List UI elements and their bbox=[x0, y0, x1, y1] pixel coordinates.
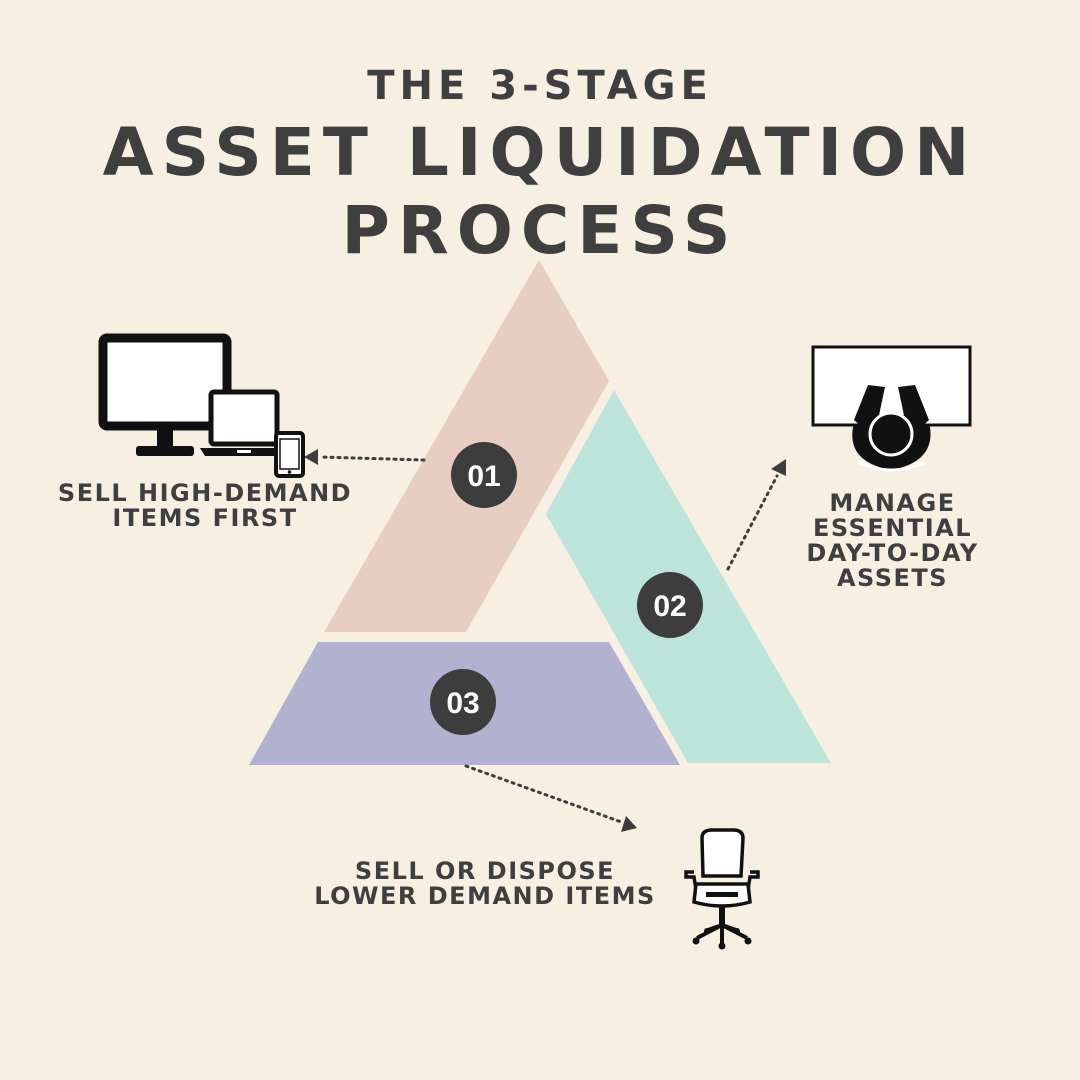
stage-2-number: 02 bbox=[653, 590, 686, 623]
stage-2-segment bbox=[546, 390, 831, 763]
stage-3-caption-line: LOWER DEMAND ITEMS bbox=[314, 882, 656, 910]
title-line-1: ASSET LIQUIDATION bbox=[102, 114, 978, 191]
stage-2-caption-line: ASSETS bbox=[836, 564, 949, 592]
office-chair-icon bbox=[684, 828, 760, 950]
stage-1-caption: SELL HIGH-DEMAND ITEMS FIRST bbox=[40, 481, 370, 531]
title-pretitle: THE 3-STAGE bbox=[367, 63, 713, 109]
stage-2-caption-line: DAY-TO-DAY bbox=[806, 539, 979, 567]
title-line-2: PROCESS bbox=[341, 192, 739, 269]
stage-1-badge: 01 bbox=[451, 442, 517, 508]
stage-1-segment bbox=[324, 260, 609, 632]
computer-devices-icon bbox=[98, 333, 305, 478]
stage-1-caption-line: SELL HIGH-DEMAND bbox=[57, 479, 353, 507]
stage-3-badge: 03 bbox=[430, 669, 496, 735]
connector-3 bbox=[464, 764, 637, 832]
stage-2-badge: 02 bbox=[637, 572, 703, 638]
title-block: THE 3-STAGE ASSET LIQUIDATION PROCESS bbox=[0, 58, 1080, 270]
stage-1-number: 01 bbox=[467, 460, 500, 493]
connector-1 bbox=[304, 449, 426, 465]
stage-3-number: 03 bbox=[446, 687, 479, 720]
stage-2-caption-line: MANAGE bbox=[829, 489, 956, 517]
connector-2 bbox=[726, 459, 786, 571]
stage-1-caption-line: ITEMS FIRST bbox=[112, 504, 298, 532]
stage-3-caption-line: SELL OR DISPOSE bbox=[354, 857, 616, 885]
stage-3-caption: SELL OR DISPOSE LOWER DEMAND ITEMS bbox=[290, 859, 680, 909]
stage-2-caption-line: ESSENTIAL bbox=[812, 514, 973, 542]
person-at-desk-icon bbox=[811, 345, 972, 472]
stage-2-caption: MANAGE ESSENTIAL DAY-TO-DAY ASSETS bbox=[770, 491, 1015, 591]
